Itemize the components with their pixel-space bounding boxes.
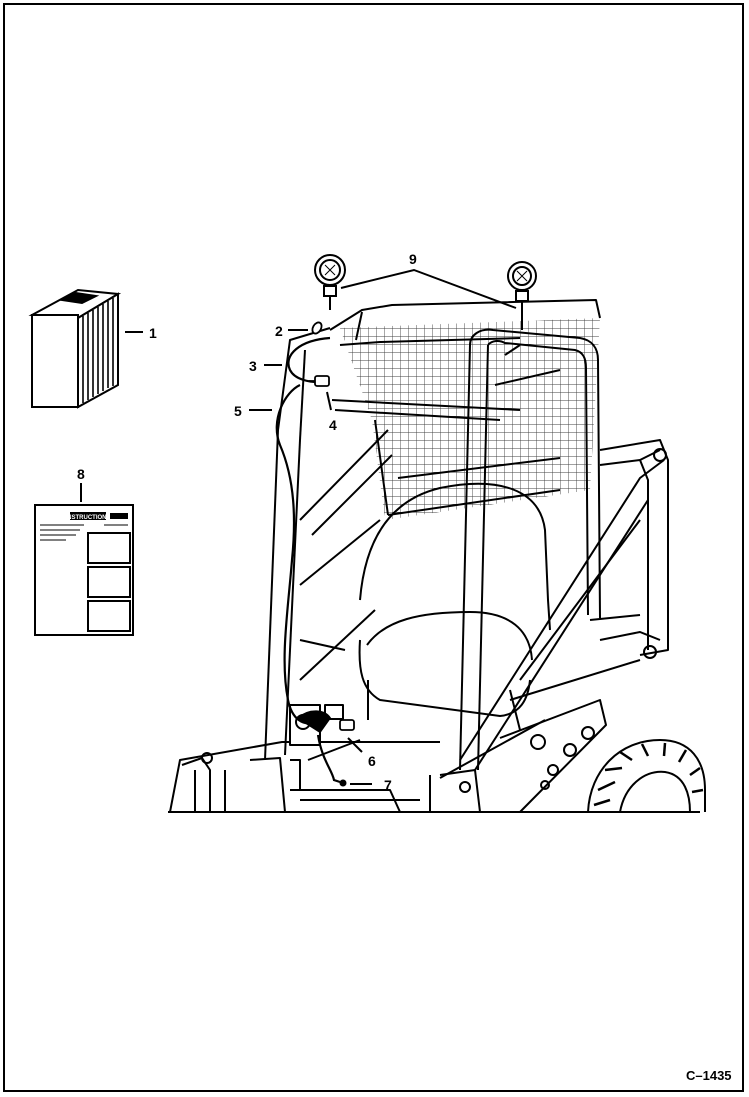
instruction-sheet-title: INSTRUCTIONS	[66, 515, 111, 521]
wiring-harness	[275, 336, 341, 784]
callout-5: 5	[234, 403, 242, 419]
callout-1: 1	[149, 325, 157, 341]
grommet	[311, 321, 323, 335]
callout-9: 9	[409, 251, 417, 267]
drawing-frame	[3, 3, 744, 1092]
callout-6: 6	[368, 753, 376, 769]
terminal	[339, 779, 347, 787]
figure-code: C–1435	[686, 1068, 732, 1083]
connector	[309, 375, 330, 387]
callout-3: 3	[249, 358, 257, 374]
callout-numbers: 1 2 3 4 5 6 7 8 9	[77, 251, 417, 793]
instruction-sheet: INSTRUCTIONS	[34, 504, 134, 636]
callout-4: 4	[329, 417, 337, 433]
callout-7: 7	[384, 777, 392, 793]
loader-frame	[168, 299, 706, 813]
leader-lines	[80, 268, 517, 785]
work-light-left	[314, 254, 346, 310]
switch	[296, 710, 355, 734]
work-light-right	[507, 261, 537, 330]
callout-8: 8	[77, 466, 85, 482]
light-kit-box	[28, 288, 122, 409]
callout-2: 2	[275, 323, 283, 339]
